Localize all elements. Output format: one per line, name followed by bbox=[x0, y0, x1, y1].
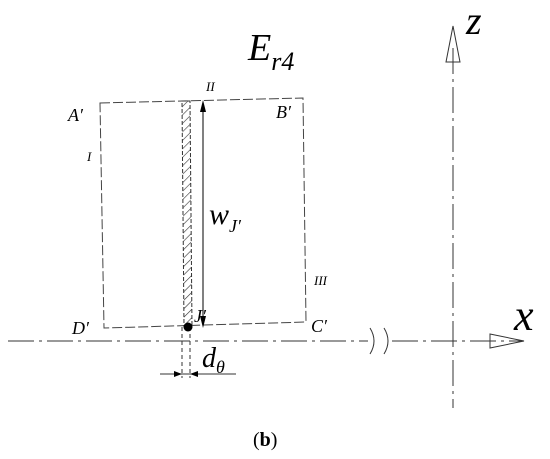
caption-close-paren: ) bbox=[271, 429, 278, 451]
side-label-right: III bbox=[313, 273, 328, 288]
z-axis-arrow-icon bbox=[445, 25, 461, 63]
w-arrow-bottom-icon bbox=[200, 316, 206, 328]
x-axis-arrow-icon bbox=[489, 333, 525, 349]
caption-open-paren: ( bbox=[253, 429, 260, 451]
w-label-main: w bbox=[209, 198, 229, 231]
hatched-strip bbox=[181, 100, 193, 328]
figure-title-sub: r4 bbox=[271, 47, 294, 76]
d-theta-label: dθ bbox=[202, 343, 225, 377]
axis-break-symbol bbox=[369, 327, 389, 355]
side-label-top: II bbox=[205, 79, 215, 94]
d-theta-label-main: d bbox=[202, 343, 217, 374]
d-theta-arrow-left-icon bbox=[174, 371, 182, 377]
corner-label-b: B′ bbox=[276, 102, 292, 122]
figure-caption: (b) bbox=[253, 429, 277, 451]
side-label-left: I bbox=[86, 149, 92, 164]
w-label-sub: J′ bbox=[229, 216, 242, 236]
x-axis-label: x bbox=[513, 291, 534, 340]
z-axis-label: z bbox=[465, 0, 482, 43]
figure-title: Er4 bbox=[247, 27, 294, 76]
corner-label-a: A′ bbox=[67, 105, 84, 125]
deformed-region-outline bbox=[99, 97, 307, 329]
point-label-j: J′ bbox=[194, 306, 207, 326]
d-theta-label-sub: θ bbox=[216, 357, 225, 377]
w-arrow-top-icon bbox=[200, 100, 206, 112]
d-theta-arrow-right-icon bbox=[190, 371, 198, 377]
w-label: wJ′ bbox=[209, 198, 242, 236]
corner-label-d: D′ bbox=[71, 318, 90, 338]
point-j bbox=[183, 322, 193, 332]
corner-label-c: C′ bbox=[311, 316, 328, 336]
caption-letter: b bbox=[260, 429, 271, 451]
figure-title-main: E bbox=[247, 27, 271, 69]
